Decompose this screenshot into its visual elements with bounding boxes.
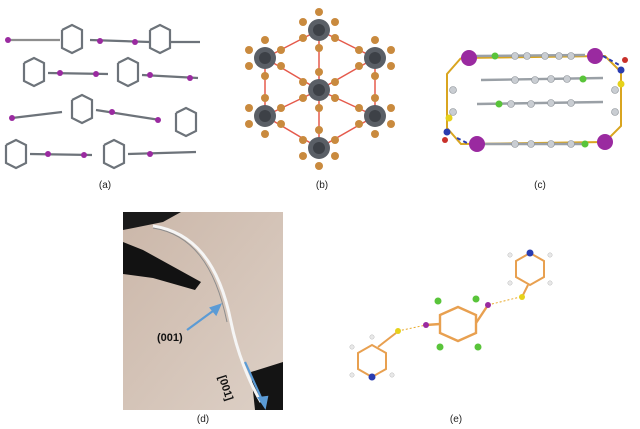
caption-c: (c) <box>534 180 546 191</box>
iodine-atoms <box>461 48 613 152</box>
pyridine-upper <box>515 251 545 298</box>
halogen-contacts <box>456 55 622 145</box>
panel-e-structure <box>349 249 553 381</box>
tweezer-left <box>123 242 201 290</box>
molecule-chain-row-3 <box>11 93 198 138</box>
panel-c-structure <box>442 48 628 152</box>
panel-d: (001) [001] <box>123 212 283 410</box>
heteroatoms <box>442 57 628 143</box>
panel-a-structure <box>4 23 200 170</box>
molecule-chain-row-2 <box>22 56 199 88</box>
chlorine-atoms <box>491 52 589 148</box>
tweezer-top <box>123 212 181 230</box>
panel-e <box>330 235 580 410</box>
panel-b <box>215 0 430 175</box>
molecule-chain-row-4 <box>4 138 197 170</box>
central-benzene <box>425 304 489 343</box>
crystal-needle <box>152 224 263 403</box>
panel-a <box>0 0 205 175</box>
molecule-chain-row-1 <box>8 23 200 55</box>
caption-b: (b) <box>315 180 329 191</box>
panel-b-structure <box>245 8 395 170</box>
halogen-bonds <box>397 296 521 332</box>
atoms-grey <box>449 52 619 148</box>
label-face-001: (001) <box>157 332 183 344</box>
caption-a: (a) <box>98 180 112 191</box>
panel-c <box>435 0 640 175</box>
direction-arrow <box>243 361 265 403</box>
pyridine-lower <box>357 332 397 379</box>
linker-chains <box>474 53 604 146</box>
crystal-photo <box>123 212 283 410</box>
caption-e: (e) <box>449 414 463 425</box>
face-arrow <box>186 307 218 331</box>
macrocycle-frame <box>446 54 622 146</box>
molecule-cluster-set <box>245 8 395 170</box>
caption-d: (d) <box>196 414 210 425</box>
